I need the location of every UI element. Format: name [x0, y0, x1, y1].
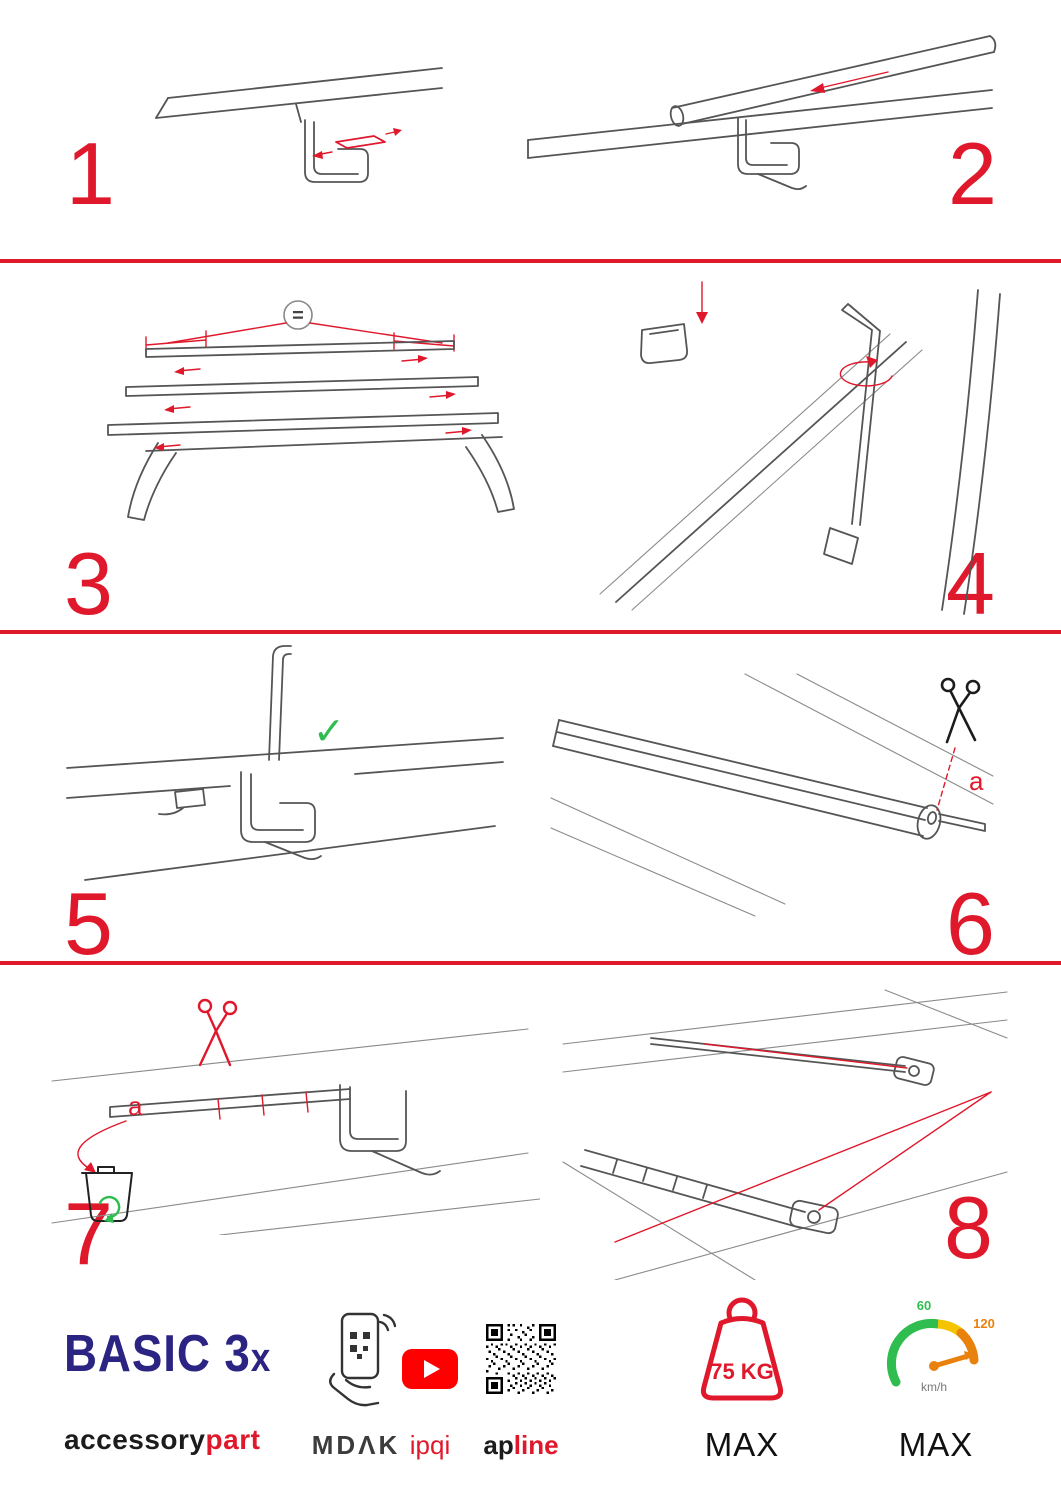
weight-value: 75 KG: [710, 1359, 774, 1384]
check-icon: ✓: [313, 709, 345, 753]
step-6-number: 6: [946, 874, 995, 973]
phone-qr-drawing: [329, 1312, 396, 1407]
logo-apline-left: ap: [483, 1430, 514, 1460]
max-weight-icon: 75 KG: [678, 1293, 806, 1411]
cut-point-label: a: [969, 766, 984, 796]
qr-code-icon: [486, 1324, 556, 1394]
step-3-number: 3: [64, 534, 113, 633]
brand-subtitle-left: accessory: [64, 1424, 206, 1455]
step-7-drawing: a: [51, 998, 540, 1235]
step-1-illustration: [150, 58, 450, 240]
brand-title-suffix: x: [250, 1336, 272, 1380]
step-5-illustration: ✓: [55, 640, 515, 910]
scissors-icon: [940, 677, 981, 744]
scissors-icon: [197, 998, 238, 1067]
recycle-icon: [98, 1195, 121, 1223]
step-6-illustration: a: [545, 668, 995, 920]
t-bolt-adapter: [789, 1199, 839, 1235]
step-7-illustration: a: [40, 985, 540, 1235]
step-1-drawing: [155, 67, 443, 183]
step-4-drawing: [599, 281, 1001, 615]
step-7-number: 7: [64, 1184, 113, 1283]
logo-ipqi: ipqi: [409, 1430, 451, 1460]
step-1-number: 1: [66, 124, 115, 223]
step-8-drawing: [562, 989, 1008, 1280]
weight-drawing: 75 KG: [700, 1297, 784, 1401]
step-6-drawing: a: [550, 673, 994, 917]
step-8-illustration: [555, 980, 1015, 1280]
brand-title-main: BASIC 3: [64, 1325, 251, 1383]
logo-mdak: MDΛK: [311, 1430, 401, 1460]
brand-title: BASIC 3x: [64, 1325, 272, 1383]
equal-spacing-badge: =: [292, 305, 304, 327]
speedometer-drawing: 60 120 km/h: [886, 1298, 995, 1394]
speed-scale-end: 120: [973, 1316, 995, 1331]
step-5-drawing: ✓: [66, 645, 504, 881]
cut-piece-label: a: [128, 1091, 143, 1121]
step-2-number: 2: [948, 124, 997, 223]
qr-code-drawing: [486, 1324, 556, 1394]
step-2-drawing: [527, 35, 997, 191]
step-8-number: 8: [944, 1178, 993, 1277]
weight-max-label: MAX: [704, 1426, 780, 1463]
logo-apline: apline: [472, 1430, 570, 1461]
step-3-illustration: =: [50, 283, 550, 533]
step-3-drawing: =: [107, 300, 515, 521]
youtube-drawing: [402, 1349, 458, 1389]
logo-apline-right: line: [513, 1430, 559, 1460]
phone-qr-scan-icon: [316, 1310, 396, 1410]
speedometer-icon: 60 120 km/h: [876, 1296, 996, 1404]
brand-subtitle: accessorypart: [64, 1424, 260, 1456]
speed-scale-start: 60: [917, 1298, 931, 1313]
step-4-illustration: [590, 272, 1010, 616]
section-divider: [0, 630, 1061, 634]
speed-unit: km/h: [921, 1380, 947, 1394]
section-divider: [0, 961, 1061, 965]
step-2-illustration: [520, 22, 1000, 224]
section-divider: [0, 259, 1061, 263]
youtube-icon: [402, 1349, 458, 1389]
speed-max-label: MAX: [898, 1426, 974, 1463]
step-4-number: 4: [946, 534, 995, 633]
step-5-number: 5: [64, 874, 113, 973]
trash-bin-icon: [81, 1166, 133, 1222]
brand-subtitle-right: part: [205, 1424, 261, 1455]
